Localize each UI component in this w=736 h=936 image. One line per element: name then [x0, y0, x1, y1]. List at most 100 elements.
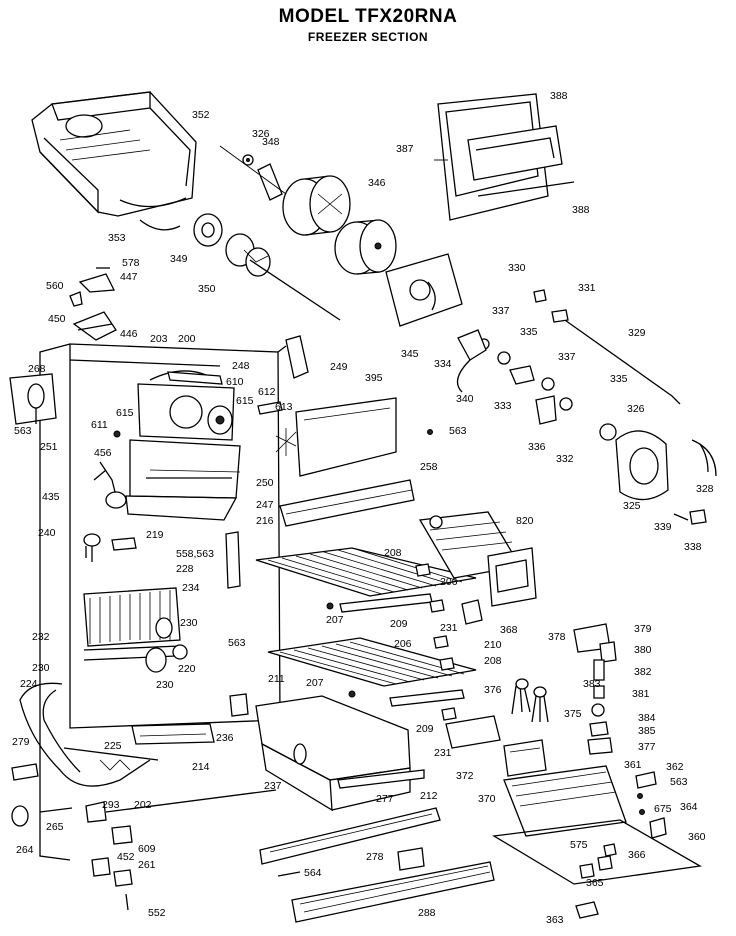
- part-label-334: 334: [434, 358, 452, 370]
- shelf-strip-part: [279, 479, 415, 527]
- part-label-609: 609: [138, 843, 156, 855]
- part-label-560: 560: [46, 280, 64, 292]
- shelf-clip-parts: [326, 563, 457, 721]
- ice-level-arm-part: [533, 289, 681, 405]
- part-label-615: 615: [236, 395, 254, 407]
- thermostat-part: [83, 533, 137, 562]
- screw-563-part: [427, 429, 433, 435]
- part-label-264: 264: [16, 844, 34, 856]
- part-label-335: 335: [610, 373, 628, 385]
- part-label-381: 381: [632, 688, 650, 700]
- part-label-362: 362: [666, 761, 684, 773]
- part-label-293: 293: [102, 799, 120, 811]
- part-label-563: 563: [14, 425, 32, 437]
- part-label-230: 230: [156, 679, 174, 691]
- part-label-216: 216: [256, 515, 274, 527]
- part-label-230: 230: [32, 662, 50, 674]
- part-label-328: 328: [696, 483, 714, 495]
- part-label-563: 563: [670, 776, 688, 788]
- defrost-heater-part: [19, 682, 159, 787]
- ice-maker-part: [418, 511, 537, 607]
- part-label-279: 279: [12, 736, 30, 748]
- part-label-611: 611: [91, 419, 108, 431]
- air-duct-part: [167, 335, 309, 385]
- part-label-206: 206: [394, 638, 412, 650]
- part-label-234: 234: [182, 582, 200, 594]
- part-label-224: 224: [20, 678, 38, 690]
- part-label-366: 366: [628, 849, 646, 861]
- part-label-210: 210: [484, 639, 502, 651]
- part-label-361: 361: [624, 759, 642, 771]
- part-label-387: 387: [396, 143, 414, 155]
- part-label-208: 208: [484, 655, 502, 667]
- part-label-326: 326: [252, 128, 270, 140]
- part-label-379: 379: [634, 623, 652, 635]
- part-label-558-563: 558,563: [176, 548, 214, 560]
- part-label-365: 365: [586, 877, 604, 889]
- part-label-610: 610: [226, 376, 244, 388]
- linkage-parts: [456, 329, 617, 441]
- liner-floor-part: [131, 723, 215, 745]
- part-label-372: 372: [456, 770, 474, 782]
- part-label-251: 251: [40, 441, 58, 453]
- wire-harness-part: [511, 678, 549, 723]
- part-label-209: 209: [390, 618, 408, 630]
- part-label-240: 240: [38, 527, 56, 539]
- part-label-220: 220: [178, 663, 196, 675]
- part-label-230: 230: [180, 617, 198, 629]
- part-label-330: 330: [508, 262, 526, 274]
- door-frame-part: [434, 93, 575, 221]
- part-label-360: 360: [688, 831, 706, 843]
- part-label-383: 383: [583, 678, 601, 690]
- part-label-363: 363: [546, 914, 564, 926]
- part-label-202: 202: [134, 799, 152, 811]
- part-label-208: 208: [384, 547, 402, 559]
- part-label-388: 388: [572, 204, 590, 216]
- part-label-337: 337: [558, 351, 576, 363]
- part-label-345: 345: [401, 348, 419, 360]
- part-label-231: 231: [434, 747, 452, 759]
- evaporator-coil-part: [83, 587, 188, 673]
- part-label-333: 333: [494, 400, 512, 412]
- light-switch-part: [9, 373, 57, 425]
- part-label-613: 613: [275, 401, 293, 413]
- part-label-378: 378: [548, 631, 566, 643]
- part-label-258: 258: [420, 461, 438, 473]
- part-label-350: 350: [198, 283, 216, 295]
- part-label-388: 388: [550, 90, 568, 102]
- part-label-339: 339: [654, 521, 672, 533]
- control-box-part: [445, 715, 547, 777]
- part-label-207: 207: [306, 677, 324, 689]
- part-label-329: 329: [628, 327, 646, 339]
- part-label-206: 206: [440, 576, 458, 588]
- part-label-288: 288: [418, 907, 436, 919]
- part-label-228: 228: [176, 563, 194, 575]
- part-label-338: 338: [684, 541, 702, 553]
- bracket-parts: [69, 267, 117, 341]
- part-label-450: 450: [48, 313, 66, 325]
- part-label-380: 380: [634, 644, 652, 656]
- ice-pan-part: [255, 695, 425, 812]
- part-label-615: 615: [116, 407, 134, 419]
- part-label-335: 335: [520, 326, 538, 338]
- water-valve-parts: [573, 623, 617, 755]
- part-label-261: 261: [138, 859, 156, 871]
- evaporator-cover-part: [295, 397, 397, 477]
- part-label-352: 352: [192, 109, 210, 121]
- light-socket-part: [93, 461, 127, 509]
- part-label-612: 612: [258, 386, 276, 398]
- part-label-214: 214: [192, 761, 210, 773]
- fan-motor-part: [113, 401, 297, 456]
- part-label-563: 563: [228, 637, 246, 649]
- part-label-325: 325: [623, 500, 641, 512]
- part-label-265: 265: [46, 821, 64, 833]
- wire-shelf-lower: [267, 637, 477, 707]
- channel-part: [225, 531, 241, 589]
- part-label-820: 820: [516, 515, 534, 527]
- part-label-552: 552: [148, 907, 166, 919]
- part-label-385: 385: [638, 725, 656, 737]
- part-label-236: 236: [216, 732, 234, 744]
- part-label-446: 446: [120, 328, 138, 340]
- part-label-331: 331: [578, 282, 596, 294]
